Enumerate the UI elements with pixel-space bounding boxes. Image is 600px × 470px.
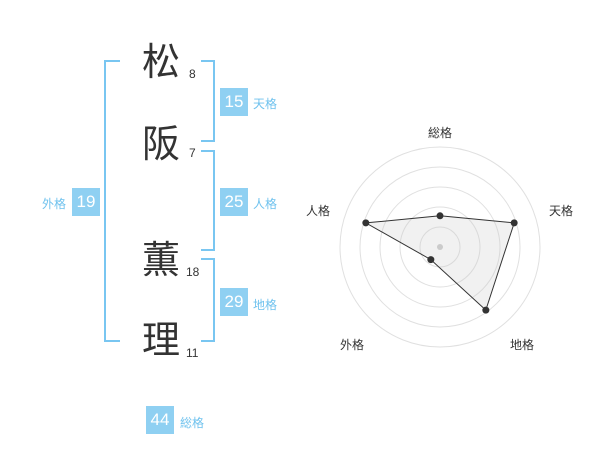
gaikaku-bracket	[104, 60, 120, 342]
jinkaku-bracket	[201, 150, 215, 251]
tenkaku-bracket	[201, 60, 215, 142]
stroke-count-4: 11	[186, 346, 199, 360]
radar-point	[436, 212, 444, 220]
radar-center	[437, 244, 443, 250]
radar-ring	[419, 226, 461, 268]
radar-axis-label-gaikaku: 外格	[340, 338, 365, 352]
soukaku-value-box: 44	[146, 406, 174, 434]
gaikaku-label: 外格	[42, 197, 67, 211]
radar-axis-label-tenkaku: 天格	[549, 204, 574, 218]
radar-axis-label-chikaku: 地格	[510, 338, 535, 352]
stroke-count-3: 18	[186, 265, 200, 279]
radar-ring	[379, 186, 501, 308]
radar-point	[362, 219, 370, 227]
radar-axis-label-jinkaku: 人格	[306, 204, 331, 218]
radar-ring	[399, 206, 481, 288]
jinkaku-value-box: 25	[220, 188, 248, 216]
tenkaku-label: 天格	[253, 97, 278, 111]
radar-point	[482, 306, 490, 314]
chikaku-value-box: 29	[220, 288, 248, 316]
radar-polygon	[364, 215, 515, 311]
radar-ring	[359, 166, 521, 328]
tenkaku-value-box: 15	[220, 88, 248, 116]
radar-point	[510, 219, 518, 227]
name-char-3: 薫	[142, 238, 181, 282]
radar-point	[427, 256, 435, 264]
name-char-4: 理	[142, 318, 181, 362]
radar-axis-label-soukaku: 総格	[428, 126, 453, 140]
gaikaku-value-box: 19	[72, 188, 100, 216]
soukaku-label: 総格	[180, 416, 205, 430]
name-char-2: 阪	[142, 122, 181, 166]
stroke-count-1: 8	[189, 67, 196, 81]
stroke-count-2: 7	[189, 146, 196, 160]
chikaku-bracket	[201, 258, 215, 342]
jinkaku-label: 人格	[253, 197, 278, 211]
chikaku-label: 地格	[253, 298, 278, 312]
radar-ring	[339, 146, 541, 348]
name-char-1: 松	[142, 40, 181, 84]
